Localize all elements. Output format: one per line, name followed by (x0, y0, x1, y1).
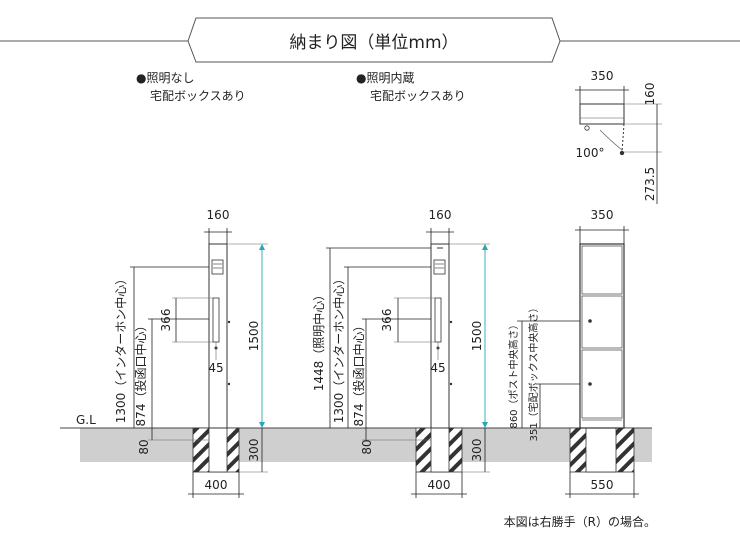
svg-text:●照明なし: ●照明なし (136, 71, 195, 85)
footnote: 本図は右勝手（R）の場合。 (504, 514, 656, 529)
svg-text:100°: 100° (576, 146, 605, 160)
ground-label: G.L (76, 413, 96, 427)
variant-caption-1: ●照明なし 宅配ボックスあり (136, 71, 246, 103)
svg-text:350: 350 (591, 208, 614, 222)
svg-text:1500: 1500 (470, 321, 484, 352)
svg-text:874（投函口中心）: 874（投函口中心） (351, 320, 366, 427)
svg-text:80: 80 (360, 439, 374, 454)
mailbox-door (581, 295, 623, 349)
svg-text:●照明内蔵: ●照明内蔵 (356, 71, 415, 85)
svg-text:400: 400 (205, 478, 228, 492)
svg-text:300: 300 (247, 439, 261, 462)
foundation-3 (569, 427, 635, 473)
svg-text:宅配ボックスあり: 宅配ボックスあり (370, 88, 466, 103)
svg-text:80: 80 (137, 439, 151, 454)
svg-text:874（投函口中心）: 874（投函口中心） (133, 320, 148, 427)
intercom-panel (433, 259, 446, 275)
svg-text:160: 160 (429, 208, 452, 222)
svg-text:550: 550 (591, 478, 614, 492)
page-title: 納まり図（単位mm） (289, 33, 458, 53)
svg-text:1300（インターホン中心）: 1300（インターホン中心） (331, 273, 346, 424)
delivery-box-door (581, 349, 623, 419)
post-1 (208, 243, 231, 429)
svg-text:1500: 1500 (247, 321, 261, 352)
svg-text:1448（照明中心）: 1448（照明中心） (311, 289, 326, 392)
post-1-dimensions: 160 1500 300 400 1300（インターホン中心） 874（投函口中… (113, 208, 268, 498)
top-view: 100° 350 160 273.5 (575, 69, 662, 204)
title-banner: 納まり図（単位mm） (0, 17, 740, 63)
svg-text:366: 366 (159, 309, 173, 332)
svg-text:45: 45 (430, 361, 445, 375)
post-2-dimensions: 160 1500 300 400 1448（照明中心） 1300（インターホン中… (311, 208, 490, 498)
mail-slot (212, 297, 220, 343)
upper-cover (581, 245, 623, 295)
svg-text:1300（インターホン中心）: 1300（インターホン中心） (113, 273, 128, 424)
svg-text:350: 350 (591, 69, 614, 83)
variant-caption-2: ●照明内蔵 宅配ボックスあり (356, 71, 466, 103)
foundation-1 (192, 427, 240, 473)
front-view-post (579, 243, 625, 429)
svg-text:45: 45 (208, 361, 223, 375)
mail-slot (434, 297, 442, 343)
svg-text:300: 300 (470, 439, 484, 462)
svg-text:160: 160 (643, 83, 657, 106)
front-view-dimensions: 350 860（ポスト中央高さ） 351（宅配ボックス中央高さ） 550 (507, 208, 639, 498)
svg-text:273.5: 273.5 (643, 167, 657, 201)
post-2 (430, 243, 453, 429)
svg-text:400: 400 (428, 478, 451, 492)
foundation-2 (415, 427, 463, 473)
svg-text:160: 160 (207, 208, 230, 222)
door-swing-line (621, 123, 625, 153)
svg-text:351（宅配ボックス中央高さ）: 351（宅配ボックス中央高さ） (527, 303, 540, 442)
svg-text:366: 366 (380, 309, 394, 332)
title-frame (187, 17, 561, 63)
svg-text:宅配ボックスあり: 宅配ボックスあり (150, 88, 246, 103)
intercom-panel (211, 259, 224, 275)
svg-text:860（ポスト中央高さ）: 860（ポスト中央高さ） (507, 319, 520, 428)
